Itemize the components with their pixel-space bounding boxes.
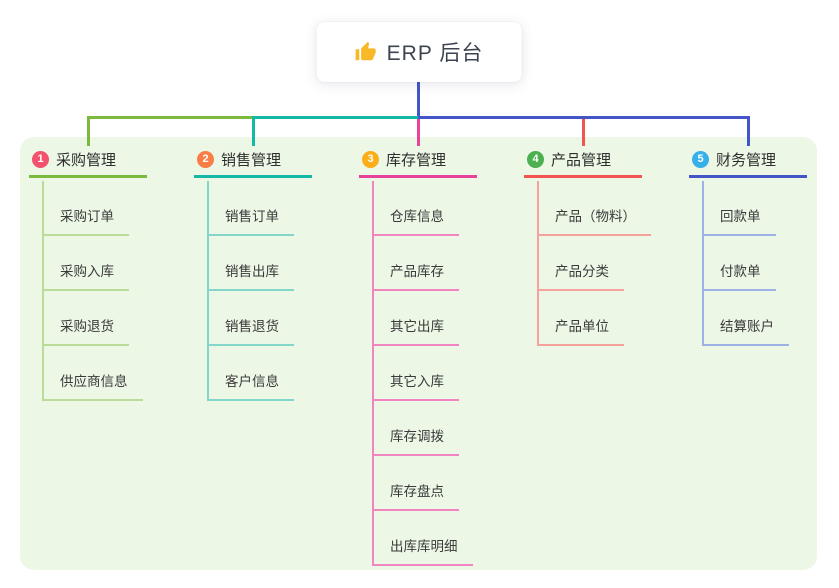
branch-node-product[interactable]: 4 产品管理: [524, 146, 642, 178]
child-node[interactable]: 其它出库: [374, 291, 459, 346]
branch-label: 产品管理: [551, 151, 612, 169]
child-node[interactable]: 产品单位: [539, 291, 624, 346]
branch-label: 采购管理: [56, 151, 117, 169]
branch-children-purchase: 采购订单 采购入库 采购退货 供应商信息: [42, 181, 143, 401]
branch-number-badge: 5: [692, 150, 709, 168]
drop-line-purchase: [87, 116, 90, 146]
branch-node-purchase[interactable]: 1 采购管理: [29, 146, 147, 178]
child-node[interactable]: 销售退货: [209, 291, 294, 346]
drop-line-product: [582, 119, 585, 146]
branch-label: 销售管理: [221, 151, 282, 169]
branch-node-inventory[interactable]: 3 库存管理: [359, 146, 477, 178]
branch-node-sales[interactable]: 2 销售管理: [194, 146, 312, 178]
child-node[interactable]: 供应商信息: [44, 346, 143, 401]
drop-line-sales: [252, 119, 255, 146]
mindmap-panel: [20, 137, 817, 570]
child-node[interactable]: 采购退货: [44, 291, 129, 346]
branch-node-finance[interactable]: 5 财务管理: [689, 146, 807, 178]
branch-number-badge: 3: [362, 150, 379, 168]
thumbs-up-path: [355, 41, 376, 61]
thumbs-up-icon: [355, 41, 376, 61]
rail-segment-teal: [252, 116, 418, 119]
child-node[interactable]: 客户信息: [209, 346, 294, 401]
rail-segment-blue: [418, 116, 750, 119]
child-node[interactable]: 产品（物料）: [539, 181, 651, 236]
child-node[interactable]: 出库库明细: [374, 511, 473, 566]
child-node[interactable]: 销售出库: [209, 236, 294, 291]
child-node[interactable]: 库存调拨: [374, 401, 459, 456]
branch-label: 财务管理: [716, 151, 777, 169]
root-node[interactable]: ERP 后台: [316, 22, 522, 82]
branch-children-product: 产品（物料） 产品分类 产品单位: [537, 181, 651, 346]
branch-children-inventory: 仓库信息 产品库存 其它出库 其它入库 库存调拨 库存盘点 出库库明细: [372, 181, 473, 566]
child-node[interactable]: 其它入库: [374, 346, 459, 401]
child-node[interactable]: 采购订单: [44, 181, 129, 236]
branch-children-sales: 销售订单 销售出库 销售退货 客户信息: [207, 181, 294, 401]
child-node[interactable]: 库存盘点: [374, 456, 459, 511]
child-node[interactable]: 产品库存: [374, 236, 459, 291]
child-node[interactable]: 销售订单: [209, 181, 294, 236]
branch-children-finance: 回款单 付款单 结算账户: [702, 181, 789, 346]
root-node-label: ERP 后台: [386, 42, 484, 65]
branch-number-badge: 4: [527, 150, 544, 168]
branch-number-badge: 1: [32, 150, 49, 168]
rail-segment-green: [87, 116, 252, 119]
child-node[interactable]: 采购入库: [44, 236, 129, 291]
child-node[interactable]: 产品分类: [539, 236, 624, 291]
branch-label: 库存管理: [386, 151, 447, 169]
branch-number-badge: 2: [197, 150, 214, 168]
drop-line-finance: [747, 116, 750, 146]
child-node[interactable]: 结算账户: [704, 291, 789, 346]
child-node[interactable]: 付款单: [704, 236, 776, 291]
drop-line-inventory: [417, 119, 420, 146]
child-node[interactable]: 回款单: [704, 181, 776, 236]
root-connector-line: [417, 82, 420, 116]
child-node[interactable]: 仓库信息: [374, 181, 459, 236]
